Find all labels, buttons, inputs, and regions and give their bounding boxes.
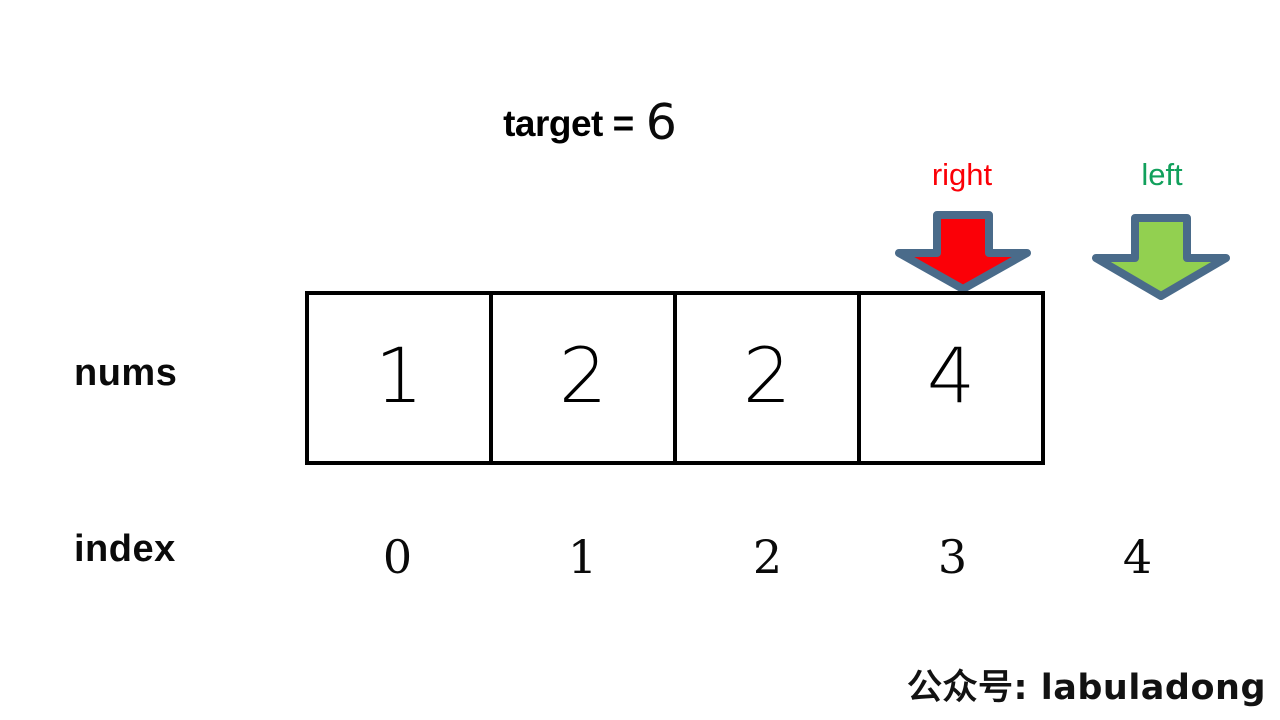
target-value: 6 <box>645 94 677 151</box>
array-cell: 4 <box>861 295 1041 461</box>
target-heading: target = 6 <box>430 95 750 155</box>
row-label-index: index <box>74 528 176 570</box>
down-arrow-left-icon <box>1090 212 1232 302</box>
array-cell: 1 <box>309 295 493 461</box>
index-value: 0 <box>382 530 413 584</box>
index-value: 4 <box>1122 530 1153 584</box>
target-label: target = <box>503 103 634 144</box>
array-cell: 2 <box>493 295 677 461</box>
array-table: 1 2 2 4 <box>305 291 1045 465</box>
index-value: 1 <box>567 530 598 584</box>
index-cell: 0 <box>305 524 490 590</box>
pointer-label-right: right <box>931 157 993 192</box>
index-cell: 4 <box>1045 524 1230 590</box>
index-cell: 2 <box>675 524 860 590</box>
array-cell-value: 4 <box>926 331 976 420</box>
down-arrow-right-icon <box>893 209 1033 295</box>
row-label-nums: nums <box>74 352 178 394</box>
pointer-label-left: left <box>1141 157 1183 192</box>
index-value: 2 <box>752 530 783 584</box>
array-cell-value: 2 <box>558 331 608 420</box>
array-cell-value: 1 <box>374 331 424 420</box>
index-cell: 3 <box>860 524 1045 590</box>
array-cell: 2 <box>677 295 861 461</box>
index-cell: 1 <box>490 524 675 590</box>
index-row: 0 1 2 3 4 <box>305 524 1230 590</box>
array-cell-value: 2 <box>742 331 792 420</box>
watermark: 公众号: labuladong <box>907 668 1266 708</box>
index-value: 3 <box>937 530 968 584</box>
